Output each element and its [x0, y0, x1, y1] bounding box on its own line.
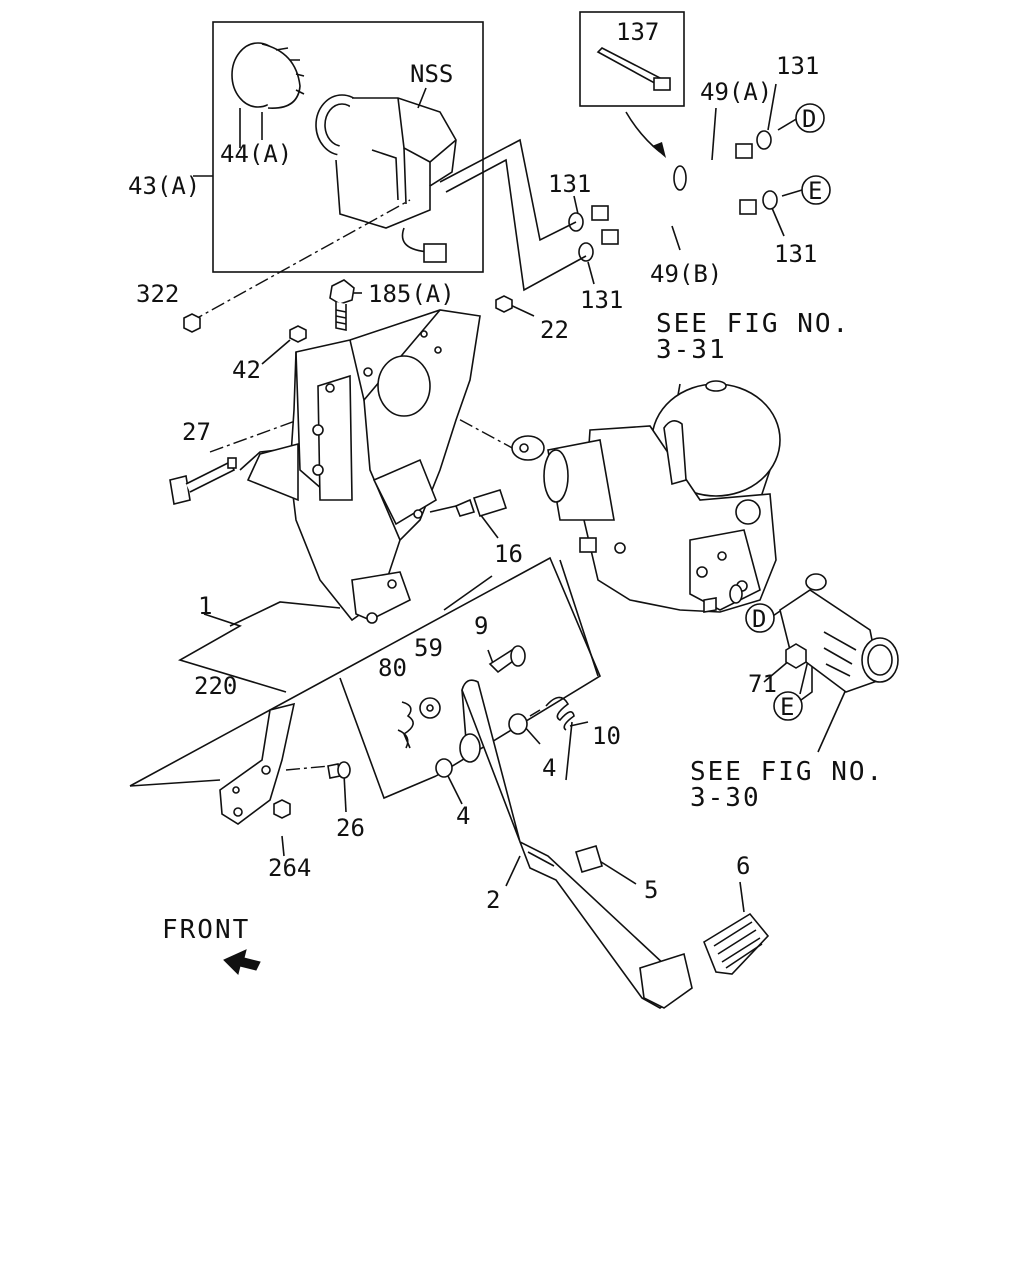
- washer-59: [419, 697, 441, 719]
- front-arrow-icon: [223, 949, 261, 975]
- pedal-arm: [459, 679, 693, 1009]
- label-220: 220: [194, 672, 237, 700]
- nut-322: [183, 313, 201, 333]
- pedal-pad-6: [703, 912, 770, 975]
- label-80: 80: [378, 654, 407, 682]
- tie-inset: [579, 11, 685, 107]
- label-43a: 43(A): [128, 172, 200, 200]
- circle-label-d-bottom: D: [752, 605, 766, 633]
- nut-71: [785, 643, 807, 669]
- label-131-bottom: 131: [580, 286, 623, 314]
- label-nss: NSS: [410, 60, 453, 88]
- label-4-right: 4: [542, 754, 556, 782]
- label-4-left: 4: [456, 802, 470, 830]
- spring-10: [529, 696, 575, 731]
- label-6: 6: [736, 852, 750, 880]
- bushing-5: [575, 845, 603, 873]
- bolt-185: [329, 279, 355, 331]
- label-42: 42: [232, 356, 261, 384]
- circle-label-e-bottom: E: [780, 693, 794, 721]
- label-131-left: 131: [548, 170, 591, 198]
- clip-80: [397, 701, 414, 749]
- label-137: 137: [616, 18, 659, 46]
- label-264: 264: [268, 854, 311, 882]
- bushing-4b: [435, 758, 453, 778]
- reservoir-inset: [212, 21, 484, 273]
- see-fig-330-line2: 3-30: [690, 783, 761, 813]
- label-44a: 44(A): [220, 140, 292, 168]
- pivot-bolt-9: [488, 645, 526, 674]
- label-27: 27: [182, 418, 211, 446]
- label-5: 5: [644, 876, 658, 904]
- label-22: 22: [540, 316, 569, 344]
- nut-264: [273, 799, 291, 819]
- label-131-right: 131: [774, 240, 817, 268]
- label-9: 9: [474, 612, 488, 640]
- label-185a: 185(A): [368, 280, 455, 308]
- front-label: FRONT: [162, 915, 250, 945]
- label-26: 26: [336, 814, 365, 842]
- pedal-bracket: [246, 309, 481, 624]
- bolt-26: [327, 761, 351, 779]
- reservoir-body: [315, 94, 457, 263]
- hoses: [591, 143, 757, 245]
- hose-fitting-assembly: [729, 573, 899, 693]
- circle-label-e-top: E: [808, 177, 822, 205]
- label-49a: 49(A): [700, 78, 772, 106]
- circle-label-d-top: D: [802, 105, 816, 133]
- label-16: 16: [494, 540, 523, 568]
- label-2: 2: [486, 886, 500, 914]
- see-fig-331-line2: 3-31: [656, 335, 727, 365]
- nut-42: [289, 325, 307, 343]
- see-fig-330-line1: SEE FIG NO.: [690, 757, 884, 787]
- label-131-top: 131: [776, 52, 819, 80]
- nut-22: [495, 295, 513, 313]
- label-49b: 49(B): [650, 260, 722, 288]
- bushing-4a: [508, 713, 528, 735]
- label-1: 1: [198, 592, 212, 620]
- see-fig-331-line1: SEE FIG NO.: [656, 309, 850, 339]
- label-59: 59: [414, 634, 443, 662]
- master-cylinder: [511, 380, 781, 613]
- reservoir-cap: [231, 42, 305, 109]
- label-322: 322: [136, 280, 179, 308]
- stop-bolt-27: [169, 457, 237, 505]
- label-71: 71: [748, 670, 777, 698]
- ref-circles: [745, 103, 831, 721]
- label-10: 10: [592, 722, 621, 750]
- stop-switch-16: [429, 489, 508, 517]
